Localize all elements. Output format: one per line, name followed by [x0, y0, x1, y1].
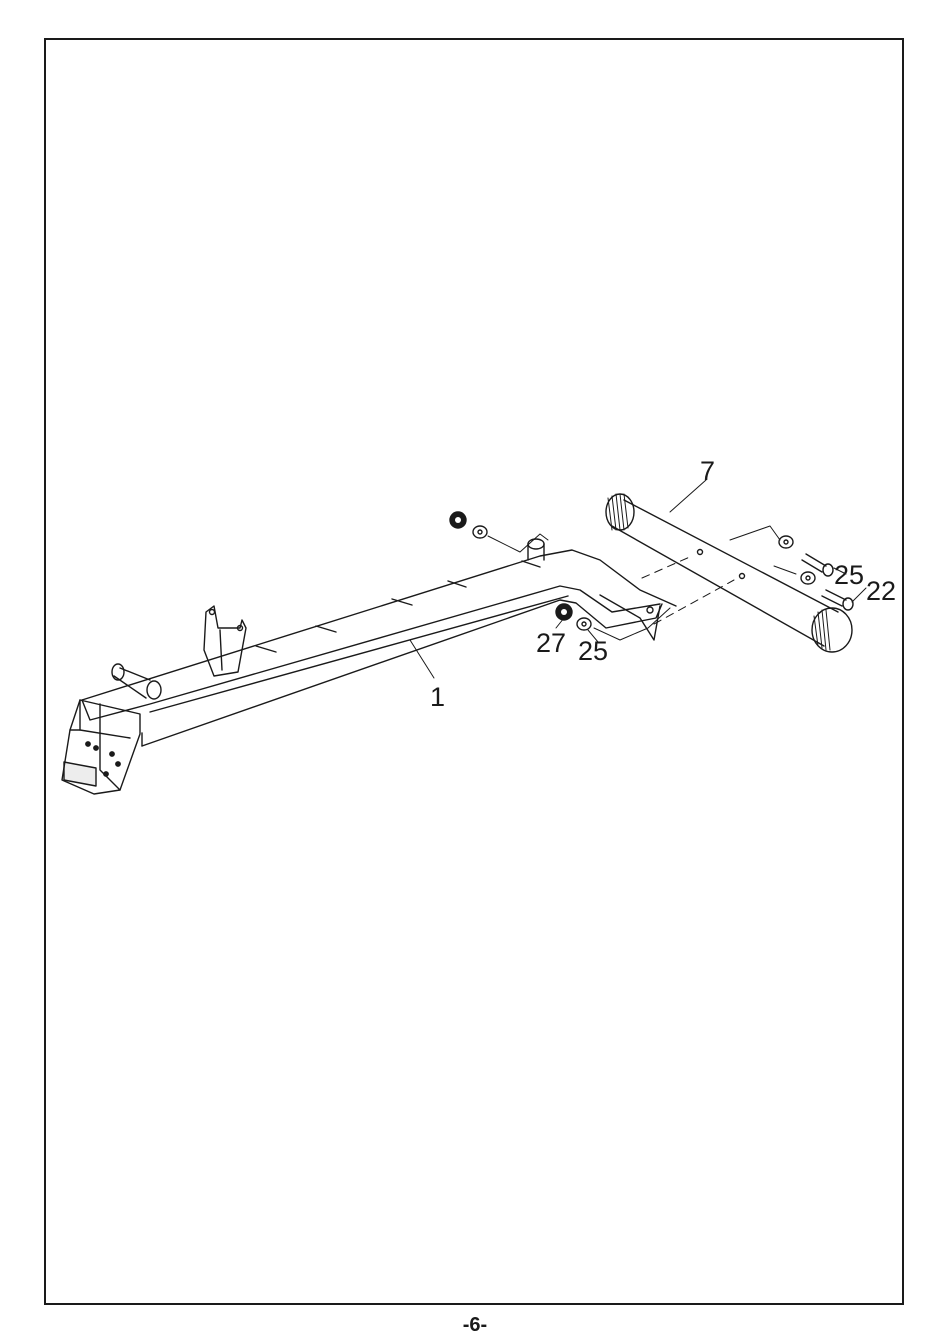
callout-part-7: 7 [700, 458, 715, 485]
callout-part-1: 1 [430, 684, 445, 711]
assembly-guide-lines [410, 480, 866, 678]
rear-stabilizer-part-7 [606, 494, 852, 652]
callout-part-25-lower: 25 [578, 638, 608, 665]
callout-part-27: 27 [536, 630, 566, 657]
callout-part-25-upper: 25 [834, 562, 864, 589]
callout-part-22: 22 [866, 578, 896, 605]
main-frame-part-1 [62, 539, 676, 794]
page-number: -6- [0, 1314, 950, 1337]
